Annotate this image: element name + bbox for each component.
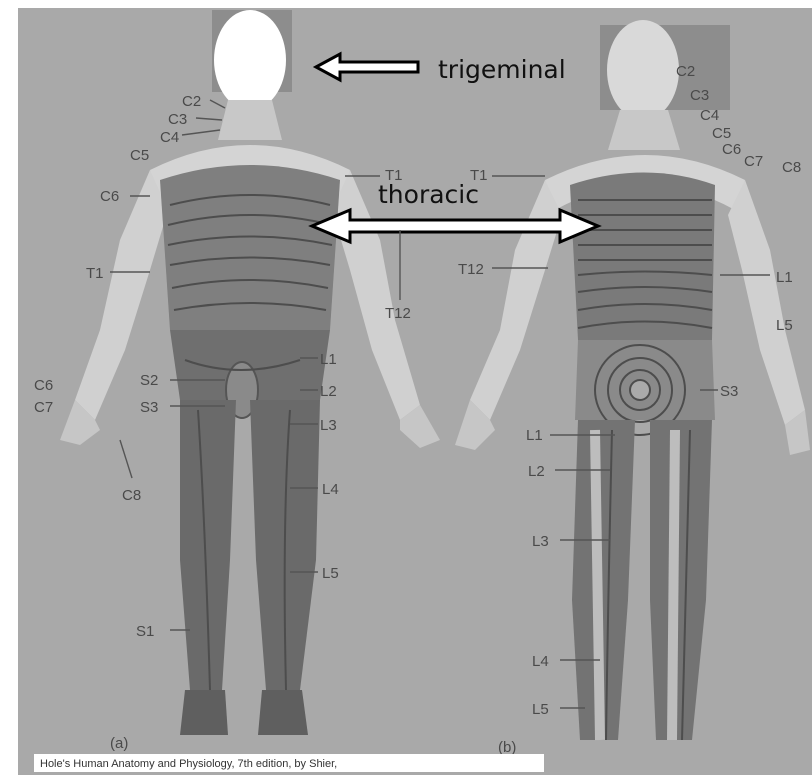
front-label-c4: C4 [160, 129, 179, 146]
back-label-t1: T1 [470, 167, 488, 184]
back-label-l1: L1 [526, 427, 543, 444]
back-label-c4: C4 [700, 107, 719, 124]
back-label-l2: L2 [528, 463, 545, 480]
back-label-l5: L5 [532, 701, 549, 718]
panel-label-a: (a) [110, 735, 128, 752]
back-label-l5-side: L5 [776, 317, 793, 334]
front-head [214, 10, 286, 110]
front-neck [218, 100, 282, 140]
panel-label-b: (b) [498, 739, 516, 756]
front-label-l1: L1 [320, 351, 337, 368]
front-label-c2: C2 [182, 93, 201, 110]
front-label-l3: L3 [320, 417, 337, 434]
back-label-c5: C5 [712, 125, 731, 142]
front-label-t1: T1 [385, 167, 403, 184]
back-label-c8: C8 [782, 159, 801, 176]
back-label-l4: L4 [532, 653, 549, 670]
front-label-t12: T12 [385, 305, 411, 322]
back-trunk [570, 173, 715, 341]
back-label-t12: T12 [458, 261, 484, 278]
back-label-c6: C6 [722, 141, 741, 158]
caption: Hole's Human Anatomy and Physiology, 7th… [40, 758, 337, 770]
back-label-c2: C2 [676, 63, 695, 80]
thoracic-label: thoracic [378, 180, 479, 209]
back-label-l3: L3 [532, 533, 549, 550]
front-label-c7-hand: C7 [34, 399, 53, 416]
front-label-c3: C3 [168, 111, 187, 128]
front-label-s2: S2 [140, 372, 158, 389]
front-label-c6: C6 [100, 188, 119, 205]
back-label-l1-side: L1 [776, 269, 793, 286]
front-label-l5: L5 [322, 565, 339, 582]
back-label-c7: C7 [744, 153, 763, 170]
back-head [607, 20, 679, 120]
front-label-c8-hand: C8 [122, 487, 141, 504]
front-left-foot [180, 690, 228, 735]
front-label-t1-arm: T1 [86, 265, 104, 282]
front-label-s1: S1 [136, 623, 154, 640]
back-label-c3: C3 [690, 87, 709, 104]
front-label-s3: S3 [140, 399, 158, 416]
front-right-foot [258, 690, 308, 735]
front-label-l2: L2 [320, 383, 337, 400]
back-neck [608, 110, 680, 150]
back-label-s3: S3 [720, 383, 738, 400]
front-label-l4: L4 [322, 481, 339, 498]
front-label-c6-hand: C6 [34, 377, 53, 394]
trigeminal-label: trigeminal [438, 55, 566, 84]
front-label-c5: C5 [130, 147, 149, 164]
front-trunk [160, 165, 340, 330]
